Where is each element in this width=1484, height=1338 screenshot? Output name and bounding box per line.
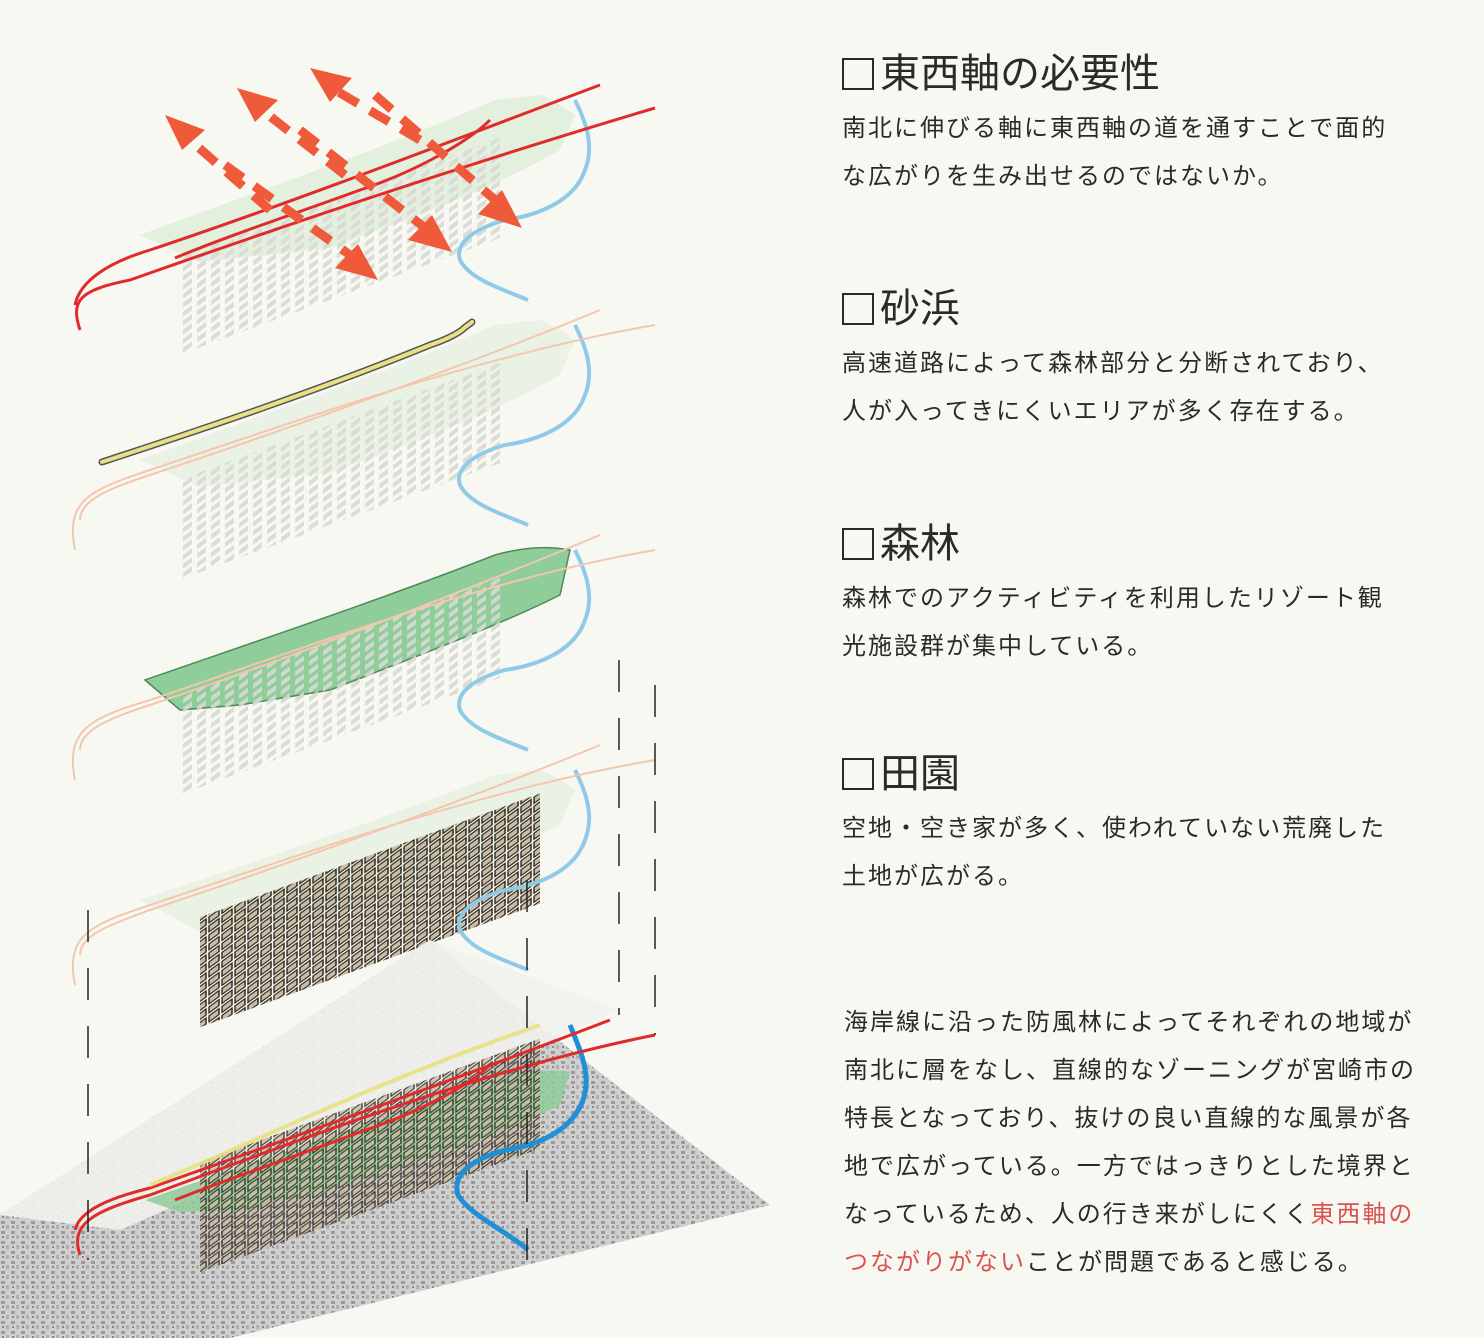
road-faded: [71, 759, 656, 986]
section-sand-beach: 砂浜 高速道路によって森林部分と分断されており、人が入ってきにくいエリアが多く存…: [842, 285, 1482, 435]
summary-line: 海岸線に沿った防風林によってそれぞれの地域が: [844, 1008, 1414, 1036]
arrow-head: [478, 190, 522, 228]
road-outer: [73, 83, 601, 306]
sand-beach-strip: [149, 1023, 541, 1187]
checkbox-icon: [842, 758, 874, 790]
section-body: 南北に伸びる軸に東西軸の道を通すことで面的な広がりを生み出せるのではないか。: [842, 104, 1482, 200]
section-body: 森林でのアクティビティを利用したリゾート観光施設群が集中している。: [842, 574, 1482, 670]
body-line: 光施設群が集中している。: [842, 632, 1154, 660]
arrow-shaft: [222, 161, 353, 259]
road-faded: [79, 309, 601, 521]
arrow-shaft: [187, 136, 273, 214]
summary-text: なっているため、人の行き来がしにくく: [844, 1200, 1311, 1228]
projection-guides: [87, 660, 656, 1262]
section-title: 田園: [842, 750, 1482, 798]
arrow-head: [335, 244, 378, 280]
body-line: 森林でのアクティビティを利用したリゾート観: [842, 584, 1384, 612]
section-rice-fields: 田園 空地・空き家が多く、使われていない荒廃した土地が広がる。: [842, 750, 1482, 900]
body-line: な広がりを生み出せるのではないか。: [842, 162, 1284, 190]
section-title-text: 田園: [880, 751, 960, 797]
summary-highlight: つながりがない: [844, 1248, 1026, 1276]
building-cluster: [180, 578, 500, 795]
section-title: 森林: [842, 520, 1482, 568]
section-title-text: 砂浜: [880, 286, 960, 332]
summary-line: 地で広がっている。一方ではっきりとした境界と: [844, 1152, 1415, 1180]
body-line: 高速道路によって森林部分と分断されており、: [842, 349, 1384, 377]
summary-line: なっているため、人の行き来がしにくく東西軸の: [844, 1190, 1484, 1238]
checkbox-icon: [842, 293, 874, 325]
section-east-west-axis: 東西軸の必要性 南北に伸びる軸に東西軸の道を通すことで面的な広がりを生み出せるの…: [842, 50, 1482, 200]
summary-highlight: 東西軸の: [1310, 1200, 1415, 1228]
arrows-northwest: [165, 68, 423, 214]
summary-paragraph: 海岸線に沿った防風林によってそれぞれの地域が 南北に層をなし、直線的なゾーニング…: [844, 998, 1484, 1286]
checkbox-icon: [842, 58, 874, 90]
checkbox-icon: [842, 528, 874, 560]
road-faded: [79, 744, 601, 956]
section-body: 空地・空き家が多く、使われていない荒廃した土地が広がる。: [842, 804, 1482, 900]
road-faded: [79, 534, 601, 751]
arrow-head: [408, 215, 452, 252]
road-faded: [71, 549, 656, 781]
arrows-southeast: [222, 91, 522, 280]
arrow-shaft: [297, 126, 428, 232]
body-line: 土地が広がる。: [842, 862, 1024, 890]
arrow-shaft: [332, 86, 423, 144]
body-line: 人が入ってきにくいエリアが多く存在する。: [842, 397, 1360, 425]
building-cluster-dark: [200, 793, 540, 1028]
building-cluster: [180, 363, 500, 580]
layer-forest: [71, 534, 656, 795]
road-middle: [73, 1018, 611, 1231]
summary-text: ことが問題であると感じる。: [1026, 1248, 1364, 1276]
layered-axonometric-diagram: [0, 68, 770, 1338]
summary-line: 南北に層をなし、直線的なゾーニングが宮崎市の: [844, 1056, 1416, 1084]
summary-line: つながりがないことが問題であると感じる。: [844, 1238, 1484, 1286]
layer-axis: [73, 68, 656, 355]
body-line: 南北に伸びる軸に東西軸の道を通すことで面的: [842, 114, 1388, 142]
sand-beach-strip-fill: [100, 320, 474, 464]
section-title-text: 東西軸の必要性: [880, 51, 1160, 97]
section-title: 東西軸の必要性: [842, 50, 1482, 98]
section-forest: 森林 森林でのアクティビティを利用したリゾート観光施設群が集中している。: [842, 520, 1482, 670]
layer-base-map: [0, 940, 770, 1338]
summary-line: 特長となっており、抜けの良い直線的な風景が各: [844, 1104, 1413, 1132]
layer-fields: [71, 744, 656, 1028]
road-middle: [75, 106, 656, 331]
river: [457, 324, 592, 527]
road-faded: [71, 324, 656, 551]
river-strong: [454, 1024, 589, 1252]
body-line: 空地・空き家が多く、使われていない荒廃した: [842, 814, 1387, 842]
arrow-head: [237, 88, 278, 122]
section-body: 高速道路によって森林部分と分断されており、人が入ってきにくいエリアが多く存在する…: [842, 339, 1482, 435]
river: [457, 549, 592, 752]
layer-sand: [71, 309, 656, 580]
forest-area-light: [140, 770, 575, 932]
river: [457, 769, 592, 972]
arrow-head: [165, 115, 205, 150]
road-outer: [76, 1033, 656, 1256]
section-title-text: 森林: [880, 521, 960, 567]
section-title: 砂浜: [842, 285, 1482, 333]
arrow-shaft: [259, 106, 348, 179]
road-inner: [174, 118, 492, 260]
road-inner: [174, 1063, 492, 1202]
map-sea: [0, 940, 620, 1230]
arrow-head: [310, 68, 352, 102]
building-cluster-dark: [200, 1038, 540, 1273]
building-cluster: [180, 138, 500, 355]
arrow-shaft: [372, 91, 498, 204]
